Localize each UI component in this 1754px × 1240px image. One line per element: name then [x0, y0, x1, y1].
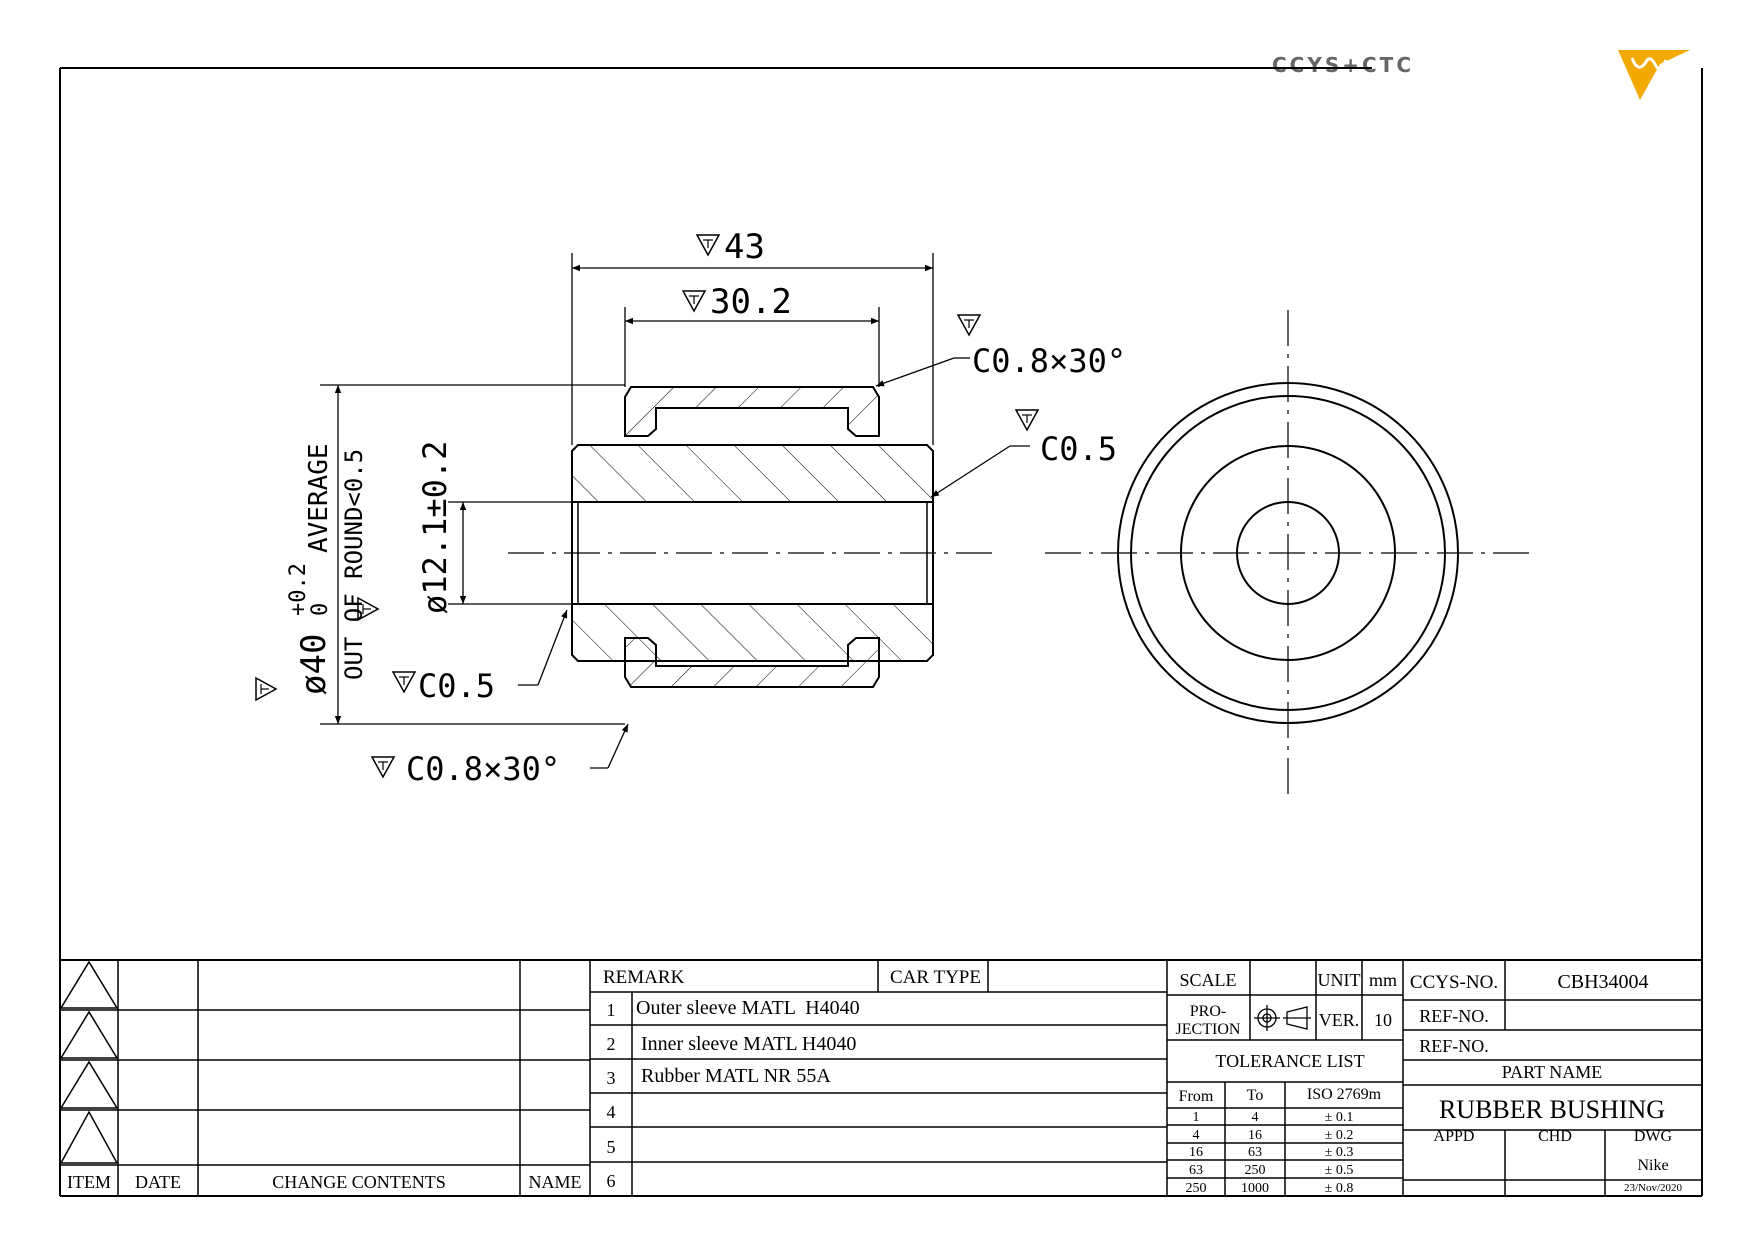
remark-item-no: 2 — [607, 1034, 616, 1054]
dim-chamfer-outer-top: C0.8×30° — [972, 342, 1126, 380]
rubber-body-top — [571, 444, 934, 503]
tolerance-value: ± 0.2 — [1325, 1128, 1354, 1143]
part-name-value: RUBBER BUSHING — [1439, 1095, 1665, 1124]
remark-item-no: 1 — [607, 1000, 616, 1020]
dimensions — [320, 253, 1030, 769]
projection-label-1: PRO- — [1190, 1003, 1226, 1020]
remark-label: REMARK — [603, 967, 685, 988]
dim-flange-width: 30.2 — [710, 282, 792, 322]
dwg-name: Nike — [1637, 1157, 1668, 1174]
tolerance-header-to: To — [1247, 1087, 1264, 1104]
logo-text: CCYS+CTC — [1272, 53, 1414, 77]
revision-triangle-icon — [59, 1010, 119, 1059]
remark-item-text: Rubber MATL NR 55A — [641, 1065, 831, 1087]
chd-label: CHD — [1538, 1128, 1572, 1145]
remark-item-text: Inner sleeve MATL H4040 — [641, 1033, 856, 1055]
tolerance-to: 16 — [1248, 1128, 1262, 1143]
note-out-of-round: OUT OF ROUND<0.5 — [340, 449, 368, 680]
tolerance-from: 4 — [1193, 1128, 1200, 1143]
title-block-texts: SCALE UNIT mm PRO- JECTION VER. 10 TOLER… — [1176, 970, 1683, 1196]
ver-value: 10 — [1374, 1010, 1392, 1030]
remarks-table — [590, 960, 1168, 1196]
revision-table-headers: ITEM DATE CHANGE CONTENTS NAME — [67, 1172, 582, 1192]
tolerance-value: ± 0.1 — [1325, 1110, 1354, 1125]
title-block — [1167, 960, 1702, 1196]
tolerance-to: 1000 — [1241, 1181, 1269, 1196]
revision-triangle-icon — [59, 1060, 119, 1109]
header-name: NAME — [529, 1172, 582, 1192]
unit-label: UNIT — [1318, 970, 1361, 990]
remark-item-no: 4 — [607, 1102, 616, 1122]
note-average: AVERAGE — [304, 443, 334, 553]
remark-item-no: 5 — [607, 1137, 616, 1157]
scale-label: SCALE — [1179, 970, 1236, 990]
ver-label: VER. — [1319, 1010, 1360, 1030]
ref-no-label: REF-NO. — [1419, 1036, 1489, 1056]
tolerance-from: 63 — [1189, 1163, 1203, 1178]
dwg-label: DWG — [1634, 1128, 1673, 1145]
surface-symbol-icon — [1015, 409, 1039, 431]
surface-symbol-icon — [255, 677, 277, 701]
tolerance-from: 16 — [1189, 1145, 1203, 1160]
logo-mark-icon — [1618, 50, 1690, 100]
dim-outer-diameter-tol-upper: +0.2 — [286, 563, 311, 616]
tolerance-value: ± 0.3 — [1325, 1145, 1354, 1160]
dim-outer-width: 43 — [724, 227, 765, 267]
appd-label: APPD — [1434, 1128, 1475, 1145]
tolerance-to: 250 — [1245, 1163, 1266, 1178]
dim-outer-diameter: ø40 — [294, 634, 334, 695]
header-change-contents: CHANGE CONTENTS — [272, 1172, 446, 1192]
part-name-label: PART NAME — [1502, 1062, 1602, 1082]
tolerance-header-from: From — [1179, 1088, 1214, 1105]
surface-symbol-icon — [696, 234, 720, 256]
projection-label-2: JECTION — [1176, 1021, 1241, 1038]
remark-item-no: 6 — [607, 1171, 616, 1191]
remark-item-text: Outer sleeve MATL H4040 — [636, 997, 860, 1019]
dimension-texts: 43 30.2 C0.8×30° C0.5 C0.5 C0.8×30° ø12.… — [255, 227, 1126, 788]
dim-chamfer-outer-bottom: C0.8×30° — [406, 750, 560, 788]
projection-symbol-icon — [1254, 1005, 1311, 1031]
company-logo: CCYS+CTC — [1272, 50, 1690, 100]
unit-value: mm — [1369, 970, 1397, 990]
dwg-date: 23/Nov/2020 — [1624, 1182, 1683, 1194]
header-date: DATE — [135, 1172, 181, 1192]
tolerance-to: 63 — [1248, 1145, 1262, 1160]
tolerance-header-iso: ISO 2769m — [1307, 1086, 1382, 1103]
tolerance-from: 1 — [1193, 1110, 1200, 1125]
surface-symbol-icon — [371, 756, 395, 778]
header-item: ITEM — [67, 1172, 111, 1192]
tolerance-from: 250 — [1186, 1181, 1207, 1196]
dim-outer-diameter-tol-lower: 0 — [308, 603, 333, 616]
section-view — [508, 386, 1000, 688]
revision-triangle-icon — [59, 960, 119, 1009]
drawing-frame — [59, 67, 1703, 1197]
dim-chamfer-inner-right: C0.5 — [1040, 430, 1117, 468]
tolerance-value: ± 0.8 — [1325, 1181, 1354, 1196]
end-view — [1045, 310, 1535, 796]
car-type-label: CAR TYPE — [890, 967, 981, 988]
surface-symbol-icon — [957, 314, 981, 336]
ref-no-label: REF-NO. — [1419, 1006, 1489, 1026]
outer-sleeve-top — [624, 386, 880, 437]
remarks-texts: REMARK CAR TYPE 1 Outer sleeve MATL H404… — [603, 967, 981, 1191]
ccys-no-label: CCYS-NO. — [1410, 972, 1498, 993]
tolerance-value: ± 0.5 — [1325, 1163, 1354, 1178]
tolerance-title: TOLERANCE LIST — [1215, 1051, 1364, 1071]
surface-symbol-icon — [682, 290, 706, 312]
ccys-no-value: CBH34004 — [1557, 971, 1648, 993]
remark-item-no: 3 — [607, 1068, 616, 1088]
tolerance-to: 4 — [1252, 1110, 1259, 1125]
dim-chamfer-inner-left: C0.5 — [418, 667, 495, 705]
revision-table — [59, 960, 591, 1196]
rubber-body-bottom — [571, 603, 934, 662]
revision-triangle-icon — [59, 1110, 119, 1164]
dim-inner-diameter: ø12.1±0.2 — [416, 441, 454, 614]
surface-symbol-icon — [392, 671, 416, 693]
